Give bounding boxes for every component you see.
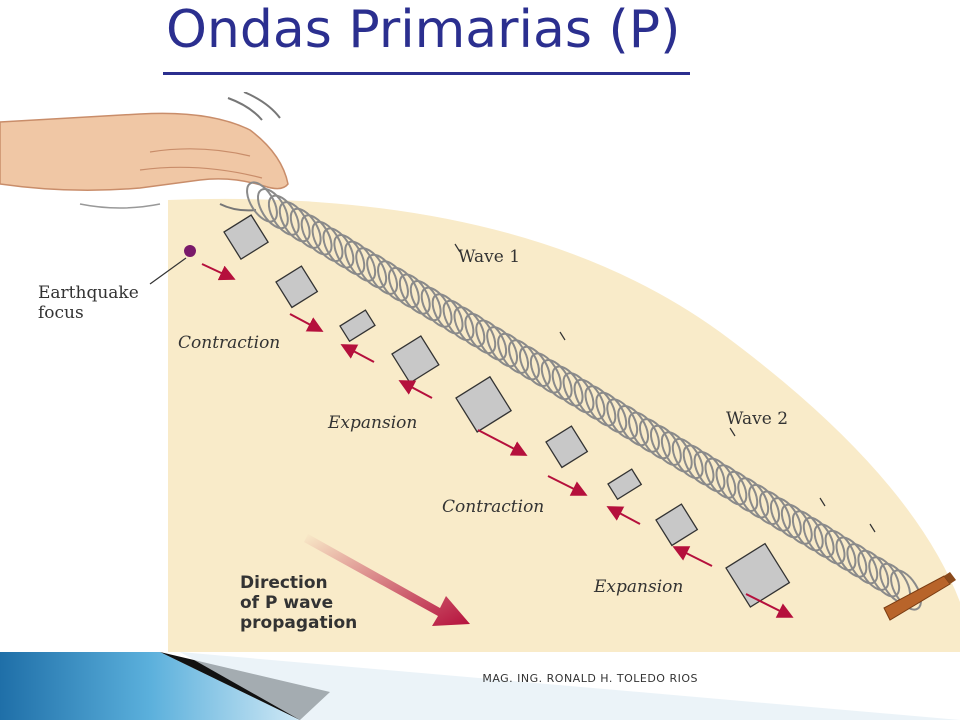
propagation-direction-arrow [304, 534, 470, 626]
medium-boxes [223, 214, 791, 608]
arrow [201, 263, 236, 281]
earthquake-focus-dot [184, 245, 196, 257]
motion-arrows [201, 263, 794, 618]
wave-2-label: Wave 2 [726, 409, 788, 429]
direction-label-line3: propagation [240, 613, 357, 633]
author-credit: MAG. ING. RONALD H. TOLEDO RIOS [482, 672, 698, 685]
title-underline [163, 72, 690, 75]
arrow [745, 593, 794, 618]
contraction-label: Contraction [178, 333, 280, 353]
arrow [477, 429, 528, 456]
medium-box [339, 309, 376, 343]
hand-illustration [0, 92, 289, 212]
wave-1-label: Wave 1 [458, 247, 520, 267]
expansion-label: Expansion [327, 413, 417, 433]
spring-coil [246, 181, 922, 611]
medium-box [455, 375, 513, 433]
medium-box [655, 503, 699, 547]
arrow [547, 475, 588, 496]
earthquake-focus-label-line2: focus [38, 303, 84, 323]
arrow [606, 506, 641, 525]
direction-label-line1: Direction [240, 573, 328, 593]
medium-box [275, 265, 319, 309]
direction-label-line2: of P wave [240, 593, 333, 613]
arrow [340, 344, 375, 363]
earthquake-focus-label-line1: Earthquake [38, 283, 139, 303]
contraction-label: Contraction [442, 497, 544, 517]
arrow [672, 546, 713, 567]
medium-box [607, 468, 643, 501]
slide-title: Ondas Primarias (P) [166, 0, 681, 60]
arrow [398, 380, 433, 399]
spring-ring [890, 569, 922, 611]
medium-box [223, 214, 269, 261]
expansion-label: Expansion [593, 577, 683, 597]
wave-tick-marks [454, 243, 876, 533]
medium-box [545, 425, 589, 469]
medium-box [725, 542, 791, 608]
p-wave-diagram: Wave 1 Wave 2 Earthquake focus Contracti… [0, 92, 960, 652]
medium-box [391, 335, 440, 384]
footer-decoration [0, 652, 960, 720]
arrow [289, 313, 324, 332]
